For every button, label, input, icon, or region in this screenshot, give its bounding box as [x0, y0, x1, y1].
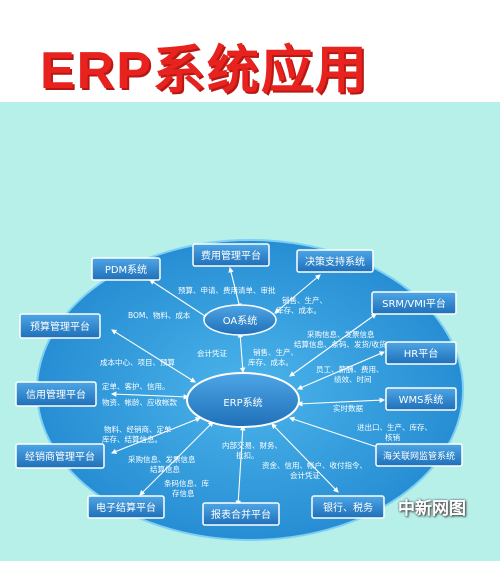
page-title: ERP系统应用 — [40, 42, 369, 100]
node-fee-label: 费用管理平台 — [201, 249, 261, 262]
edge-label: 库存、成本。 — [248, 357, 293, 367]
link-settle-erp — [139, 421, 214, 496]
node-report-label: 报表合并平台 — [211, 508, 271, 521]
edge-label: 定单、客护、信用。 — [102, 381, 170, 391]
node-dealer[interactable] — [15, 443, 105, 469]
node-decision[interactable] — [296, 249, 374, 273]
edge-label: 采购信息、发票信息 — [307, 329, 375, 339]
node-credit-label: 信用管理平台 — [26, 388, 86, 401]
node-decision-label: 决策支持系统 — [305, 255, 365, 268]
edge-label: 销售、生产、 — [282, 295, 327, 305]
edge-label: 会计凭证 — [290, 470, 320, 480]
edge-label: BOM、物料、成本 — [128, 310, 191, 320]
edge-label: 核销 — [385, 432, 400, 442]
node-report[interactable] — [202, 502, 280, 526]
node-pdm[interactable] — [91, 257, 161, 281]
node-wms-label: WMS系统 — [399, 393, 444, 406]
node-bank[interactable] — [311, 495, 385, 519]
node-budget-label: 预算管理平台 — [30, 320, 90, 333]
edge-label: 销售、生产、 — [253, 347, 298, 357]
erp-center-node[interactable] — [186, 372, 300, 428]
edge-label: 库存、结算信息。 — [102, 434, 162, 444]
link-report-erp — [235, 424, 246, 507]
watermark-text: 中新网图 — [398, 499, 466, 519]
link-credit-erp — [110, 391, 190, 400]
edge-label: 物料、经销商、定单 — [104, 424, 172, 434]
edge-label: 抵扣。 — [236, 450, 259, 460]
node-fee[interactable] — [192, 243, 270, 267]
edge-label: 绩效、时间 — [334, 374, 372, 384]
link-bank-erp — [271, 423, 339, 493]
link-pdm-oa — [149, 279, 209, 319]
link-budget-erp — [111, 329, 196, 383]
edge-label: 结算信息、条码、发货/收货 — [294, 339, 387, 349]
link-wms-erp — [296, 397, 386, 407]
edge-label: 采购信息、发票信息 — [128, 454, 196, 464]
edge-label: 实时数据 — [333, 403, 363, 413]
node-settle-label: 电子结算平台 — [96, 501, 156, 514]
erp-center-label: ERP系统 — [223, 396, 262, 409]
link-hr-erp — [296, 351, 386, 390]
edge-label: 存信息 — [172, 488, 195, 498]
edge-label: 员工、薪酬、费用、 — [316, 364, 384, 374]
edge-label: 预算、申请、费用清单、审批 — [178, 285, 276, 295]
node-credit[interactable] — [15, 381, 97, 407]
oa-node[interactable] — [203, 304, 277, 336]
link-decision-oa — [274, 274, 321, 314]
node-pdm-label: PDM系统 — [105, 263, 147, 276]
edge-label: 物资、帐龄、应收帐款 — [102, 397, 177, 407]
edge-label: 内部交易、财务、 — [222, 440, 282, 450]
edge-label: 资金、信用、帐户、收付指令、 — [262, 460, 367, 470]
link-fee-oa — [228, 266, 242, 310]
node-dealer-label: 经销商管理平台 — [25, 450, 95, 463]
node-hr-label: HR平台 — [404, 347, 438, 360]
edge-label: 结算信息 — [150, 464, 180, 474]
node-customs-label: 海关联网监管系统 — [383, 450, 455, 462]
node-bank-label: 银行、税务 — [323, 501, 373, 514]
edge-label: 成本中心、项目、预算 — [100, 357, 175, 367]
edge-label: 条码信息、库 — [164, 478, 209, 488]
node-customs[interactable] — [375, 443, 463, 467]
node-settle[interactable] — [87, 495, 165, 519]
node-wms[interactable] — [385, 387, 457, 411]
node-budget[interactable] — [19, 313, 101, 339]
node-hr[interactable] — [385, 341, 457, 365]
link-oa-erp — [237, 331, 246, 374]
edge-label: 库存、成本。 — [276, 305, 321, 315]
node-srm-label: SRM/VMI平台 — [382, 297, 446, 310]
edge-label: 会计凭证 — [197, 348, 227, 358]
node-srm[interactable] — [371, 291, 457, 315]
edge-label: 进出口、生产、库存、 — [357, 422, 432, 432]
oa-label: OA系统 — [223, 314, 258, 327]
